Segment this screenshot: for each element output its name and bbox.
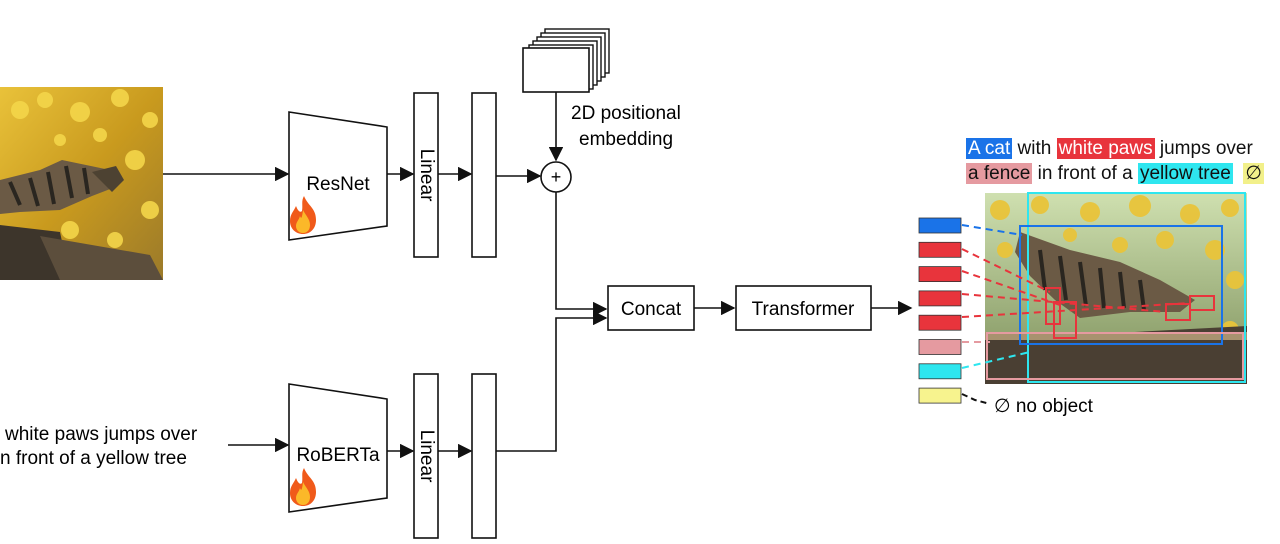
resnet-block — [288, 111, 388, 241]
caption-segment: A cat — [966, 138, 1013, 159]
add-to-concat-arrow — [555, 192, 608, 317]
caption-segment: in front of a — [1032, 163, 1138, 184]
caption-line-2: a fence in front of a yellow tree ∅ — [966, 162, 1264, 185]
linear-label-bottom: Linear — [416, 430, 437, 483]
projection-block-bottom — [471, 373, 497, 539]
transformer-label: Transformer — [752, 299, 855, 320]
caption-segment: yellow tree — [1137, 163, 1233, 184]
query-link-paw-4 — [961, 302, 1191, 318]
concat-block — [607, 285, 695, 331]
bbox-fence — [986, 332, 1244, 380]
caption-segment: white paws — [1056, 138, 1155, 159]
fire-icon — [290, 196, 316, 234]
input-image — [0, 87, 163, 280]
caption-segment: with — [1012, 138, 1057, 159]
query-slot — [918, 217, 962, 234]
caption-segment: jumps over — [1154, 138, 1253, 159]
query-link-paw-2 — [961, 270, 1061, 306]
projection-block-top — [471, 92, 497, 258]
text-input-line1: white paws jumps over — [4, 424, 198, 445]
add-symbol: + — [551, 167, 562, 187]
query-link-cat — [961, 224, 1023, 236]
query-link-paw-3 — [961, 293, 1167, 313]
query-slot — [918, 339, 962, 355]
query-link-no-object — [961, 393, 991, 405]
query-slot — [918, 266, 962, 283]
fire-icon — [290, 468, 316, 506]
resnet-label: ResNet — [306, 174, 370, 195]
bbox-cat — [1019, 225, 1223, 345]
linear-block-bottom — [413, 373, 439, 539]
positional-embedding-stack — [522, 28, 610, 93]
text-to-concat-arrow — [496, 310, 608, 452]
query-link-paw-1 — [961, 248, 1051, 293]
query-slot — [918, 290, 962, 307]
query-slot — [918, 314, 962, 331]
caption-segment: a fence — [966, 163, 1033, 184]
caption-segment — [1233, 163, 1244, 184]
output-image — [985, 193, 1247, 384]
caption-segment: ∅ — [1243, 163, 1264, 184]
object-queries — [918, 217, 962, 404]
roberta-block — [288, 383, 388, 513]
linear-block-top — [413, 92, 439, 258]
linear-label-top: Linear — [416, 149, 437, 202]
roberta-label: RoBERTa — [296, 445, 380, 466]
concat-label: Concat — [621, 299, 682, 320]
pos-embed-label-2: embedding — [579, 129, 673, 150]
query-slot — [918, 387, 962, 404]
no-object-label: ∅ no object — [994, 396, 1094, 417]
query-slot — [918, 363, 962, 380]
pos-embed-label-1: 2D positional — [571, 103, 681, 124]
caption-line-1: A cat with white paws jumps over — [966, 137, 1253, 160]
query-slot — [918, 241, 962, 258]
bbox-paw-2 — [1053, 301, 1077, 339]
bbox-yellow-tree — [1027, 192, 1246, 383]
text-input-line2: n front of a yellow tree — [0, 448, 187, 469]
